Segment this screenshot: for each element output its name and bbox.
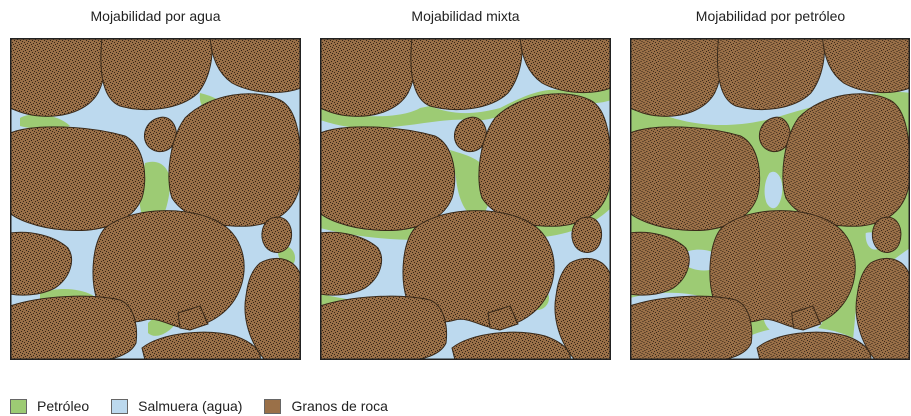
grain-swatch bbox=[264, 399, 281, 414]
panel-water-wet bbox=[10, 38, 301, 360]
grain-bottom-left bbox=[630, 296, 752, 360]
grain-mid-left bbox=[10, 127, 145, 231]
panel-oil-wet bbox=[630, 38, 910, 360]
diagram-oil-wet bbox=[630, 38, 910, 360]
legend-label-oil: Petróleo bbox=[37, 398, 89, 414]
panel-mixed-wet bbox=[320, 38, 611, 360]
panel-title-oil-wet: Mojabilidad por petróleo bbox=[630, 5, 911, 27]
brine-swatch bbox=[111, 399, 128, 414]
grain-small-right bbox=[572, 217, 602, 252]
legend-item-grain: Granos de roca bbox=[264, 398, 388, 414]
panel-title-water-wet: Mojabilidad por agua bbox=[10, 5, 301, 27]
grain-bottom-left bbox=[10, 296, 137, 360]
grain-small-right bbox=[262, 217, 292, 252]
oil-swatch bbox=[10, 399, 27, 414]
grain-mid-left bbox=[630, 127, 760, 231]
legend-label-grain: Granos de roca bbox=[291, 398, 388, 414]
grain-bottom-left bbox=[320, 296, 447, 360]
panel-title-mixed-wet: Mojabilidad mixta bbox=[320, 5, 611, 27]
diagram-mixed-wet bbox=[320, 38, 611, 360]
grain-mid-left bbox=[320, 127, 455, 231]
legend-item-oil: Petróleo bbox=[10, 398, 89, 414]
legend: Petróleo Salmuera (agua) Granos de roca bbox=[10, 396, 410, 416]
diagram-water-wet bbox=[10, 38, 301, 360]
legend-item-brine: Salmuera (agua) bbox=[111, 398, 242, 414]
grain-small-right bbox=[872, 217, 901, 252]
legend-label-brine: Salmuera (agua) bbox=[138, 398, 242, 414]
